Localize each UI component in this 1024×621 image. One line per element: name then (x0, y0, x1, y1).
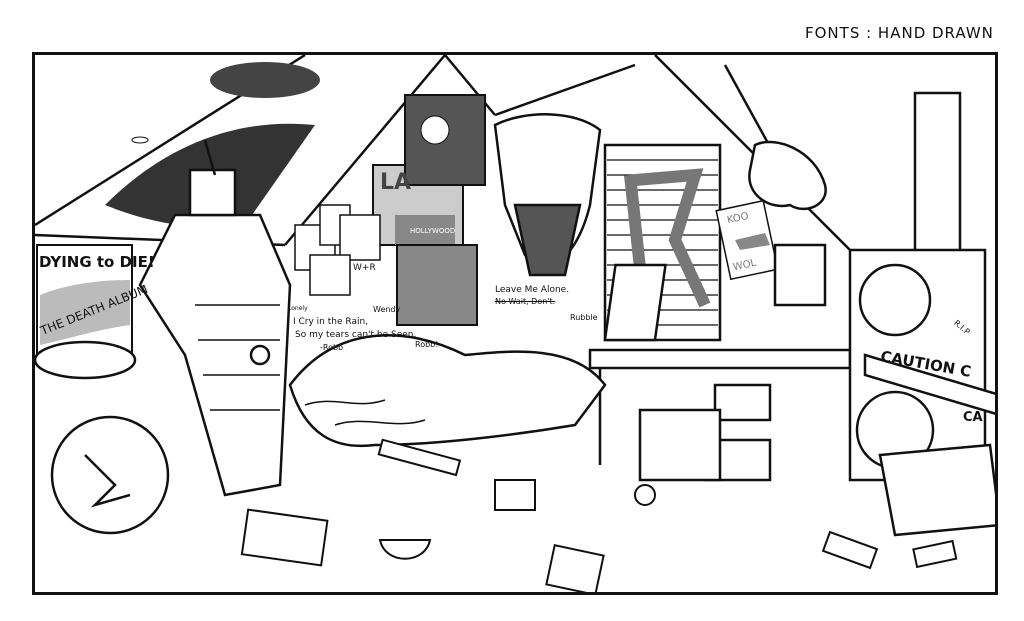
caption-label: FONTS : HAND DRAWN (805, 24, 994, 42)
floor-clutter (240, 438, 958, 592)
wolf-poster (715, 199, 779, 281)
wall-signature-wendy: Wendy (373, 305, 401, 314)
coffin-bookshelf (138, 139, 292, 497)
bedroom-scene (35, 55, 995, 592)
wall-writing-right-line1: Leave Me Alone. (495, 285, 570, 295)
bed (288, 334, 607, 448)
crate (878, 443, 995, 537)
album-poster (36, 244, 133, 356)
illustration-frame: DYING to DIE! THE DEATH ALBUM LA HOLLYWO… (32, 52, 998, 595)
wall-signature-robb2: Robb! (415, 340, 439, 349)
album-poster-title: DYING to DIE! (39, 253, 155, 271)
character-poster (396, 94, 486, 326)
demon-mask (493, 113, 602, 277)
drum-kit (35, 340, 170, 535)
heart-note: W+R (353, 263, 376, 273)
wall-writing-right-line2: No Wait, Don't. (495, 297, 556, 306)
wall-writing-line2: So my tears can't be Seen. (295, 330, 417, 340)
wall-signature-robb1: -Robb (320, 343, 344, 352)
speaker-caution-tape-2: CA (963, 410, 983, 425)
wall-writing-line1: I Cry in the Rain, (293, 317, 369, 327)
wall-signature-rubble: Rubble (570, 313, 598, 322)
la-poster-big: LA (380, 170, 412, 195)
speaker-tower (848, 91, 995, 482)
guitar (723, 64, 827, 211)
desk (588, 243, 852, 482)
sticky-notes (294, 204, 381, 296)
la-poster-small: HOLLYWOOD (410, 227, 456, 235)
wall-tag-lonely: Lonely (288, 305, 308, 312)
